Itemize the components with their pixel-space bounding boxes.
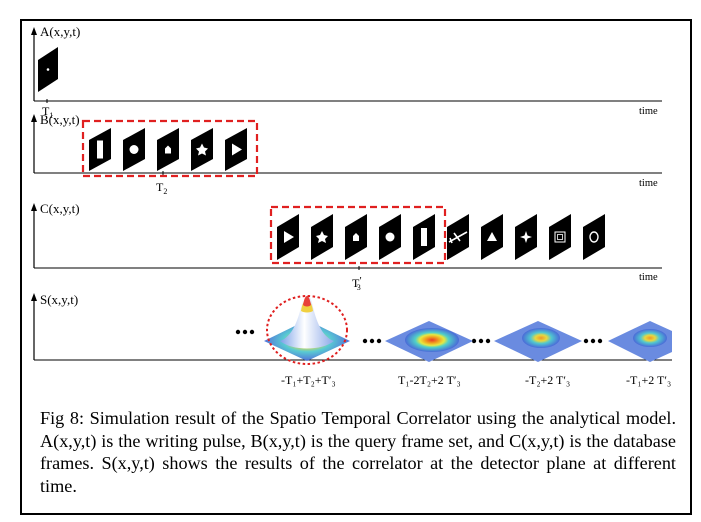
frame-triangle <box>481 214 503 260</box>
figure-caption: Fig 8: Simulation result of the Spatio T… <box>40 408 676 496</box>
frame-circle <box>379 214 401 260</box>
frame-bar <box>413 214 435 260</box>
tick-t3-prime: T′3 <box>352 275 362 292</box>
frame-star <box>191 128 213 171</box>
frame-square-ring <box>549 214 571 260</box>
frame-circle <box>123 128 145 171</box>
arrow-up-icon <box>31 27 37 35</box>
correlator-diagram: A(x,y,t) time T1 B(x,y,t) time T2 C(x,y,… <box>31 24 672 387</box>
s-label-1: -T₁+T₂+T′₃ <box>281 373 336 387</box>
panel-s-label: S(x,y,t) <box>40 292 78 307</box>
ellipsis-dots <box>235 329 603 344</box>
arrow-up-icon <box>31 203 37 211</box>
frames-c <box>277 214 605 260</box>
tick-t2: T2 <box>156 180 167 196</box>
frame-play <box>225 128 247 171</box>
frame-bar <box>89 128 111 171</box>
panel-s: S(x,y,t) <box>31 292 672 387</box>
panel-c-label: C(x,y,t) <box>40 201 80 216</box>
frame-dot <box>38 47 58 92</box>
time-label-a: time <box>639 106 658 117</box>
frame-ring <box>583 214 605 260</box>
peak-highlight <box>266 295 348 365</box>
query-set-highlight <box>81 119 259 178</box>
s-label-3: -T₂+2 T′₃ <box>525 373 570 387</box>
frame-house <box>345 214 367 260</box>
frame-play <box>277 214 299 260</box>
panel-b: B(x,y,t) time T2 <box>31 112 662 196</box>
frame-star <box>311 214 333 260</box>
panel-a-label: A(x,y,t) <box>40 24 80 39</box>
s-label-4: -T₁+2 T′₃ <box>626 373 671 387</box>
tick-t1: T1 <box>42 104 53 120</box>
database-match-highlight <box>269 205 447 265</box>
correlation-spot-4 <box>608 321 672 362</box>
frames-b <box>89 128 247 171</box>
frame-house <box>157 128 179 171</box>
frames-a <box>38 47 58 92</box>
frame-plane <box>447 214 469 260</box>
correlation-peak <box>264 295 350 361</box>
s-label-2: T₁-2T₂+2 T′₃ <box>398 373 461 387</box>
correlation-spot-2 <box>385 321 473 362</box>
arrow-up-icon <box>31 114 37 122</box>
panel-b-label: B(x,y,t) <box>40 112 80 127</box>
panel-c: C(x,y,t) time T′3 <box>31 201 662 292</box>
correlation-spot-3 <box>494 321 582 362</box>
panel-a: A(x,y,t) time T1 <box>31 24 662 120</box>
frame-sparkle <box>515 214 537 260</box>
figure-frame: A(x,y,t) time T1 B(x,y,t) time T2 C(x,y,… <box>20 19 692 515</box>
time-label-c: time <box>639 272 658 283</box>
time-label-b: time <box>639 178 658 189</box>
arrow-up-icon <box>31 293 37 301</box>
